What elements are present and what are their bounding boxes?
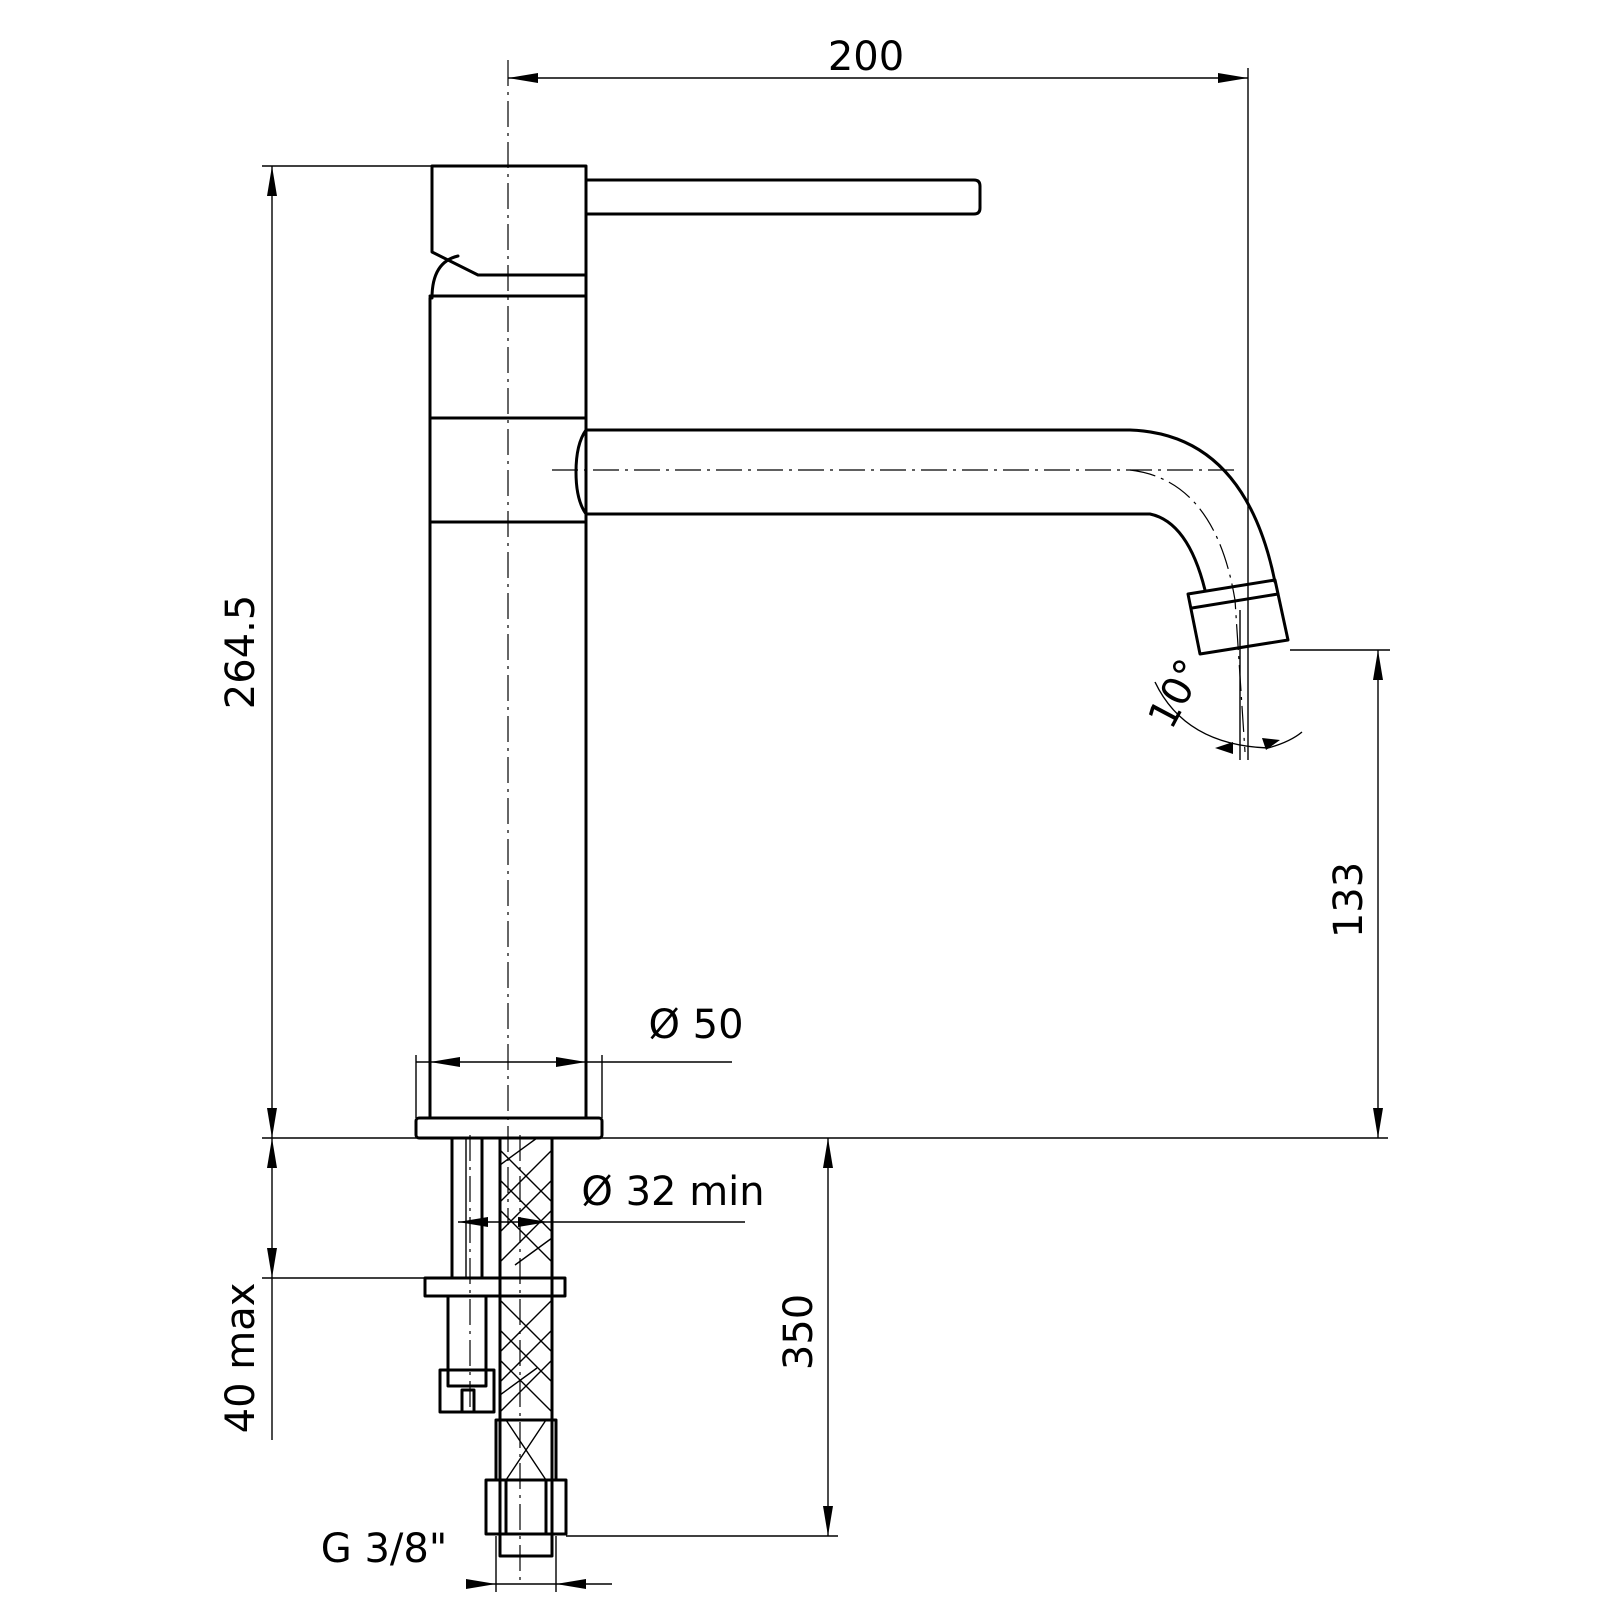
label-height-total: 264.5 bbox=[218, 595, 264, 710]
cap-neck bbox=[430, 254, 588, 300]
lever-handle bbox=[584, 178, 982, 216]
mounting-plate bbox=[423, 1276, 567, 1298]
body-column bbox=[428, 296, 588, 1120]
label-body-diameter: Ø 50 bbox=[648, 1002, 743, 1048]
label-counter-thickness: 40 max bbox=[218, 1283, 264, 1434]
label-spout-angle: 10° bbox=[1140, 652, 1214, 736]
braid-pattern bbox=[499, 1137, 553, 1413]
faucet-body bbox=[414, 164, 982, 1140]
label-spout-height: 133 bbox=[1326, 862, 1372, 938]
spout-tube bbox=[574, 428, 1277, 592]
angle-arc bbox=[1154, 681, 1303, 749]
label-connection: G 3/8" bbox=[321, 1526, 447, 1572]
base-flange bbox=[414, 1116, 604, 1140]
dimension-lines bbox=[262, 68, 1388, 1592]
dimension-labels: 200 264.5 133 Ø 50 Ø 32 min 350 40 max G… bbox=[218, 34, 1372, 1572]
threaded-rod bbox=[450, 1136, 484, 1280]
label-width-top: 200 bbox=[828, 34, 904, 80]
aerator bbox=[1186, 578, 1290, 656]
hose-nut bbox=[484, 1478, 568, 1536]
label-hose-length: 350 bbox=[776, 1294, 822, 1370]
hoses bbox=[423, 1136, 568, 1558]
spout bbox=[574, 428, 1390, 760]
center-lines bbox=[469, 60, 1240, 1580]
label-hole-diameter: Ø 32 min bbox=[581, 1169, 764, 1215]
handle-cap bbox=[430, 164, 588, 277]
